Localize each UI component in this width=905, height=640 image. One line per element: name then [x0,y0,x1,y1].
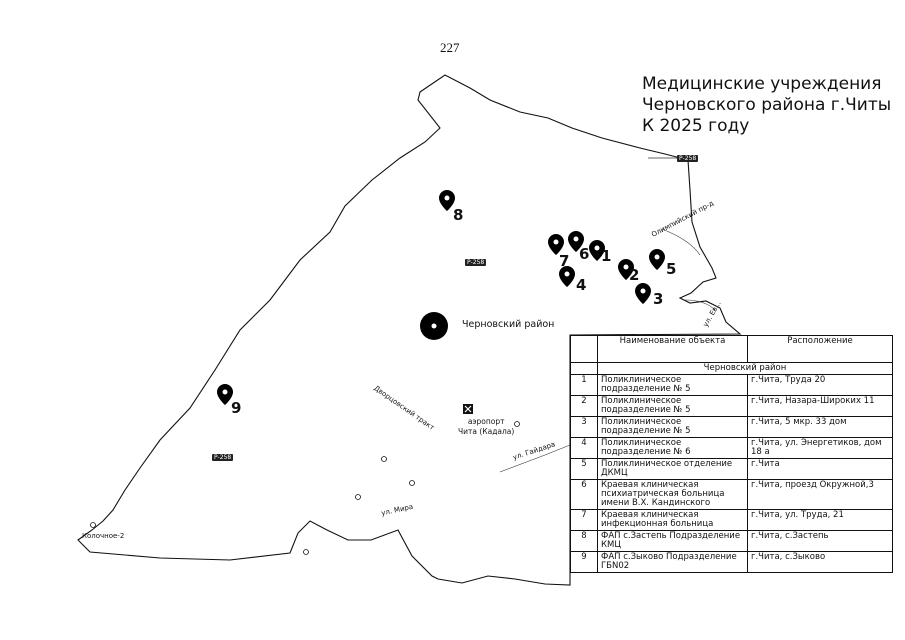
road-shield: Р-258 [212,454,234,461]
marker-pin-icon [559,266,575,287]
row-name: Краевая клиническая инфекционная больниц… [597,509,748,531]
marker-pin-icon [589,240,605,261]
row-number: 4 [570,437,598,459]
row-number: 8 [570,530,598,552]
row-number: 2 [570,395,598,417]
page-number: 227 [440,40,460,55]
marker-label-3: 3 [653,290,664,308]
row-location: г.Чита, проезд Окружной,3 [747,479,893,510]
row-name: ФАП с.Зыково Подразделение ГБN02 [597,551,748,573]
marker-label-8: 8 [453,206,464,224]
row-number: 1 [570,374,598,396]
row-name: ФАП с.Застепь Подразделение КМЦ [597,530,748,552]
legend-table: Наименование объекта Расположение Чернов… [570,335,893,573]
header-name: Наименование объекта [597,335,748,363]
row-location: г.Чита, с.Застепь [747,530,893,552]
marker-label-2: 2 [629,266,640,284]
marker-label-1: 1 [601,247,612,265]
row-number: 9 [570,551,598,573]
marker-pin-icon [548,234,564,255]
row-name: Краевая клиническая психиатрическая боль… [597,479,748,510]
region-name: Черновский район [597,362,893,375]
row-name: Поликлиническое отделение ДКМЦ [597,458,748,480]
row-number: 5 [570,458,598,480]
place-kolochnoe: Колочное-2 [82,532,125,540]
marker-label-5: 5 [666,260,677,278]
row-number: 3 [570,416,598,438]
row-name: Поликлиническое подразделение № 6 [597,437,748,459]
marker-pin-icon [635,283,651,304]
row-location: г.Чита, Назара-Широких 11 [747,395,893,417]
row-name: Поликлиническое подразделение № 5 [597,395,748,417]
marker-pin-icon [618,259,634,280]
row-location: г.Чита, с.Зыково [747,551,893,573]
row-location: г.Чита, ул. Труда, 21 [747,509,893,531]
district-label: Черновский район [462,319,555,330]
marker-pin-icon [649,249,665,270]
marker-pin-icon [439,190,455,211]
road-shield: Р-258 [677,155,699,162]
map-title: Медицинские учреждения Черновского район… [642,74,892,136]
road-shield: Р-258 [465,259,487,266]
marker-label-9: 9 [231,399,242,417]
marker-label-4: 4 [576,276,587,294]
row-location: г.Чита, ул. Энергетиков, дом 18 а [747,437,893,459]
marker-label-6: 6 [579,245,590,263]
row-name: Поликлиническое подразделение № 5 [597,416,748,438]
marker-pin-icon [568,231,584,252]
row-number: 7 [570,509,598,531]
row-location: г.Чита, Труда 20 [747,374,893,396]
district-boundary [77,74,742,586]
legend-header-row: Наименование объекта Расположение [570,335,893,363]
marker-pin-icon [217,384,233,405]
region-row: Черновский район [570,362,893,375]
row-number: 6 [570,479,598,510]
row-name: Поликлиническое подразделение № 5 [597,374,748,396]
header-number [570,335,598,363]
row-location: г.Чита [747,458,893,480]
header-location: Расположение [747,335,893,363]
row-location: г.Чита, 5 мкр. 33 дом [747,416,893,438]
airport-label: аэропорт Чита (Кадала) [458,417,515,436]
marker-label-7: 7 [559,252,570,270]
